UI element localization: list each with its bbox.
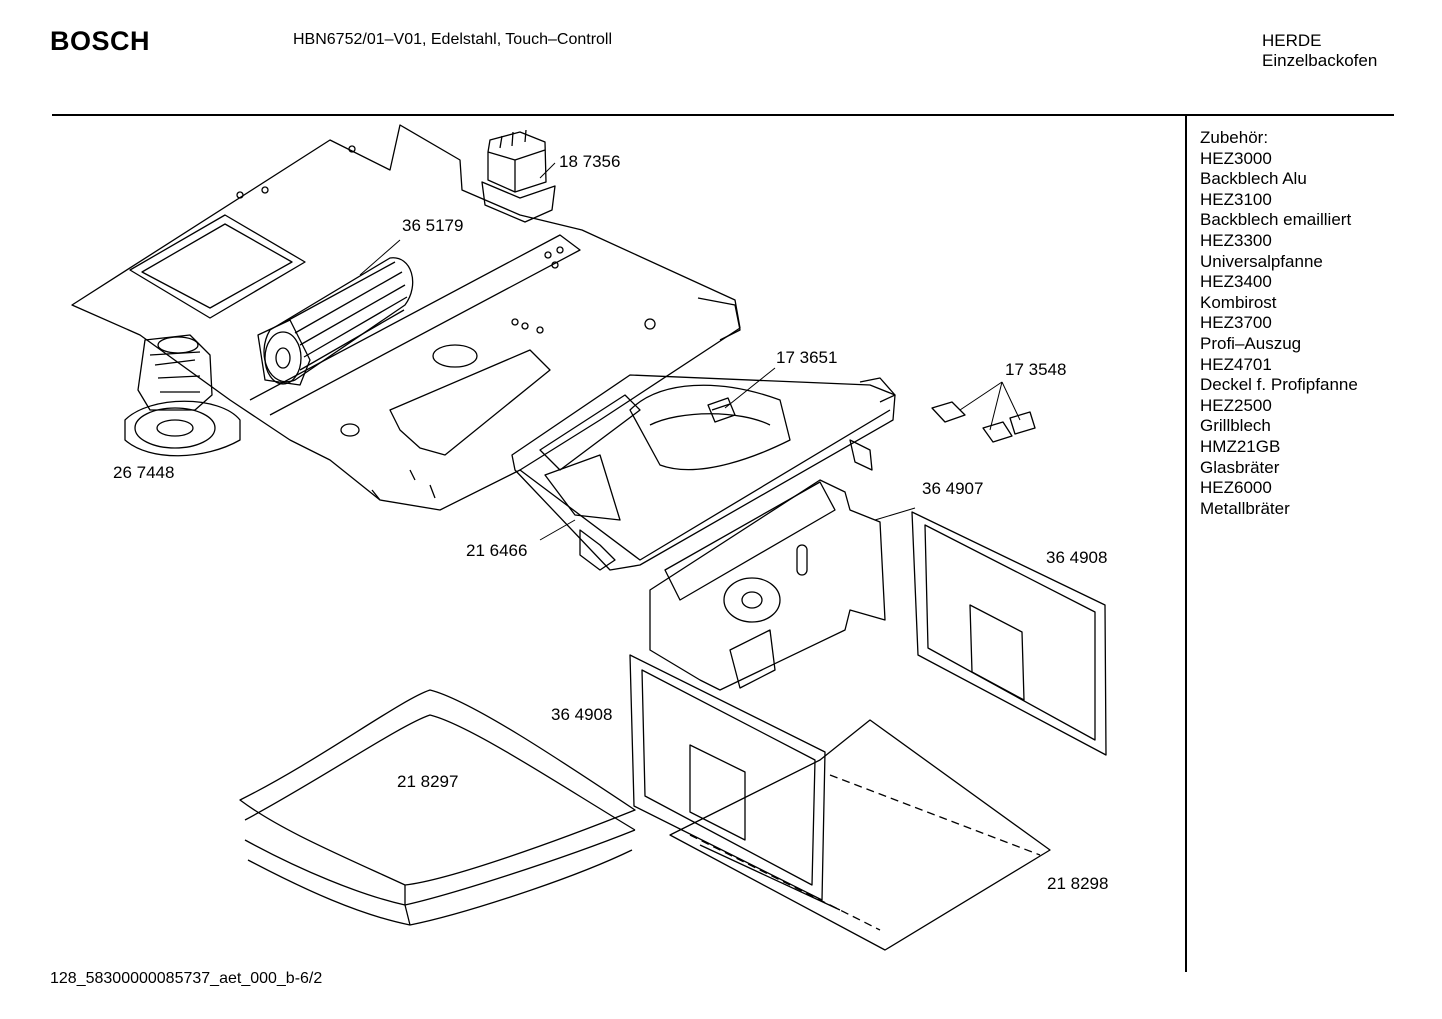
part-label: 36 4908 <box>551 705 612 724</box>
accessory-code: HEZ2500 <box>1200 395 1272 415</box>
category-line: HERDE <box>1262 31 1322 50</box>
part-label: 17 3548 <box>1005 360 1066 379</box>
exploded-diagram: 18 7356 36 5179 26 7448 17 3651 17 3548 … <box>71 124 1108 951</box>
part-label: 36 4908 <box>1046 548 1107 567</box>
accessory-name: Universalpfanne <box>1200 251 1323 271</box>
side-panel-left <box>629 654 826 901</box>
part-label: 21 8298 <box>1047 874 1108 893</box>
part-label: 18 7356 <box>559 152 620 171</box>
category-line: Einzelbackofen <box>1262 51 1378 70</box>
accessory-code: HEZ3100 <box>1200 189 1272 209</box>
part-label: 17 3651 <box>776 348 837 367</box>
header-rule <box>52 114 1394 116</box>
back-panel-part <box>649 439 886 691</box>
bosch-logo: BOSCH <box>50 26 151 56</box>
model-title: HBN6752/01–V01, Edelstahl, Touch–Control… <box>293 31 613 48</box>
category: HERDE Einzelbackofen <box>1262 31 1377 71</box>
sidebar-rule <box>1185 116 1187 972</box>
motor-part <box>124 334 241 457</box>
accessory-code: HEZ3400 <box>1200 272 1272 292</box>
connectors-part <box>931 401 1036 443</box>
accessory-code: HEZ3000 <box>1200 148 1272 168</box>
accessory-code: HMZ21GB <box>1200 436 1281 456</box>
frame-part <box>511 374 896 571</box>
accessory-name: Deckel f. Profipfanne <box>1200 375 1358 395</box>
accessory-code: HEZ6000 <box>1200 478 1272 498</box>
leader-lines <box>359 162 1021 541</box>
part-labels: 18 7356 36 5179 26 7448 17 3651 17 3548 … <box>113 152 1108 893</box>
accessory-name: Kombirost <box>1200 292 1277 312</box>
accessory-code: HEZ3300 <box>1200 230 1272 250</box>
accessory-name: Profi–Auszug <box>1200 333 1302 353</box>
accessory-name: Metallbräter <box>1200 498 1290 518</box>
side-panel-right <box>911 511 1107 756</box>
accessory-name: Glasbräter <box>1200 457 1280 477</box>
gasket-part <box>239 689 636 926</box>
accessory-name: Grillblech <box>1200 416 1271 436</box>
part-label: 21 8297 <box>397 772 458 791</box>
accessory-name: Backblech Alu <box>1200 169 1307 189</box>
part-label: 36 5179 <box>402 216 463 235</box>
transformer-part <box>481 129 556 223</box>
top-cover-plate <box>71 124 741 511</box>
accessory-list: Zubehör: HEZ3000 Backblech Alu HEZ3100 B… <box>1200 128 1358 519</box>
part-label: 21 6466 <box>466 541 527 560</box>
fan-wheel-part <box>257 257 414 386</box>
part-label: 36 4907 <box>922 479 983 498</box>
accessory-name: Backblech emailliert <box>1200 210 1352 230</box>
accessory-code: HEZ4701 <box>1200 354 1272 374</box>
accessory-title: Zubehör: <box>1200 128 1269 147</box>
switch-part <box>707 397 736 423</box>
part-label: 26 7448 <box>113 463 174 482</box>
bottom-tray-part <box>669 719 1051 951</box>
footer-doc-id: 128_58300000085737_aet_000_b-6/2 <box>50 970 323 987</box>
accessory-code: HEZ3700 <box>1200 313 1272 333</box>
